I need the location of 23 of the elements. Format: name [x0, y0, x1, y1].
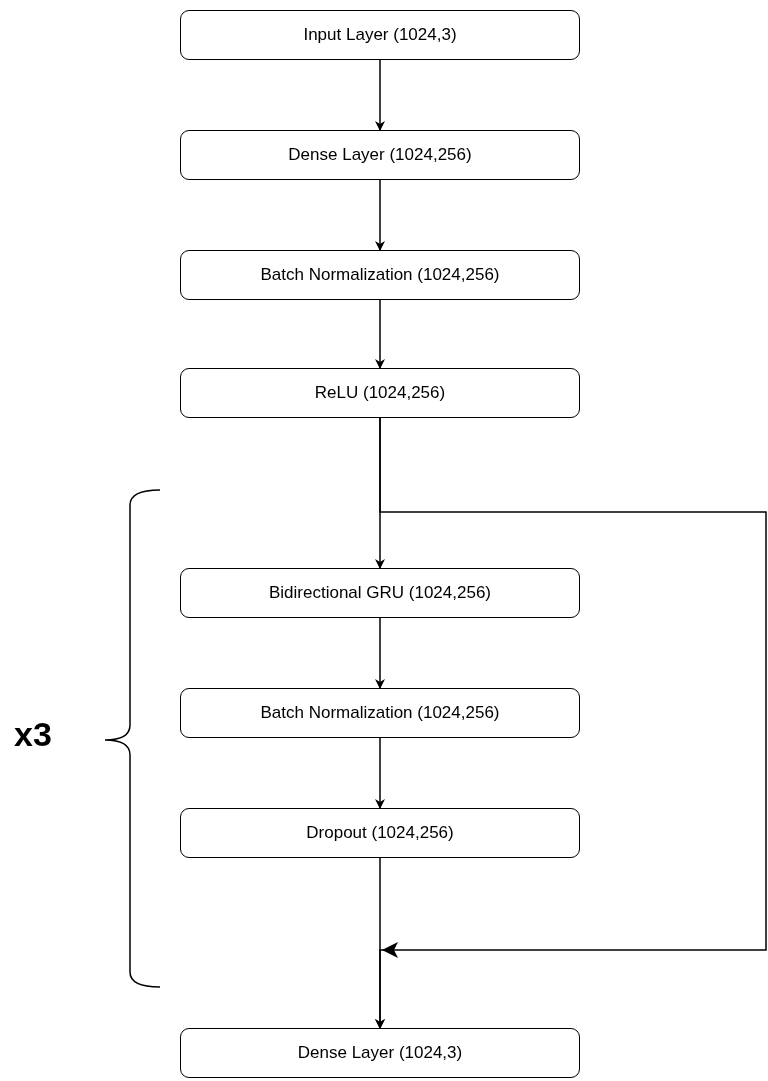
layer-box	[180, 10, 580, 60]
layer-box	[180, 250, 580, 300]
layer-box	[180, 1028, 580, 1078]
layer-label: ReLU (1024,256)	[314, 383, 446, 403]
layer-label: Input Layer (1024,3)	[303, 25, 457, 45]
layer-box	[180, 688, 580, 738]
layer-box	[180, 368, 580, 418]
layer-box	[180, 568, 580, 618]
repeat-count: x3	[14, 715, 52, 754]
arrow	[375, 857, 385, 1029]
layer-label: Dense Layer (1024,3)	[297, 1043, 463, 1063]
layer-label: Batch Normalization (1024,256)	[260, 265, 500, 285]
arrow	[375, 617, 385, 689]
layer-label: Dropout (1024,256)	[306, 823, 454, 843]
arrow	[375, 179, 385, 251]
arrow	[375, 59, 385, 131]
layer-label: Batch Normalization (1024,256)	[260, 703, 500, 723]
layer-box	[180, 808, 580, 858]
arrow	[375, 299, 385, 369]
layer-label: Dense Layer (1024,256)	[288, 145, 472, 165]
layer-label: Bidirectional GRU (1024,256)	[268, 583, 492, 603]
arrow	[375, 737, 385, 809]
layer-box	[180, 130, 580, 180]
